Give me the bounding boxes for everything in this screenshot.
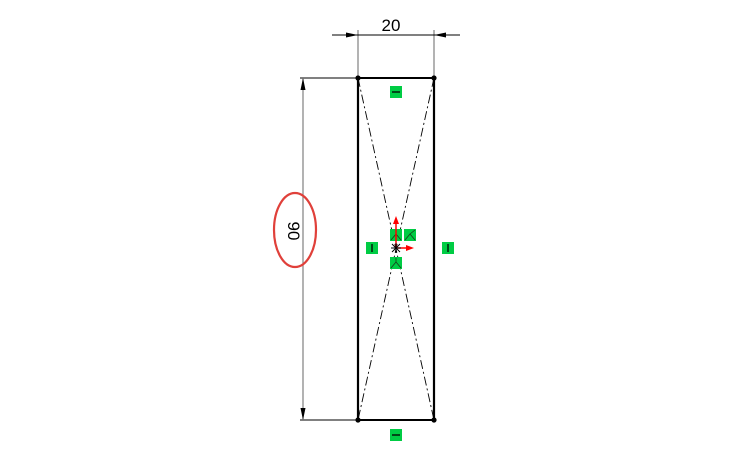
arrow-head-icon — [300, 78, 306, 90]
arrow-head-icon — [434, 32, 446, 38]
dimension-height-value[interactable]: 90 — [284, 222, 303, 241]
origin-icon[interactable] — [391, 216, 414, 253]
highlight-ellipse — [272, 191, 318, 269]
dimension-width-value[interactable]: 20 — [382, 16, 401, 35]
arrow-head-icon — [346, 32, 358, 38]
dimension-height[interactable]: 90 — [272, 77, 356, 421]
vertical-relation-icon[interactable] — [442, 242, 454, 254]
corner-point[interactable] — [431, 417, 437, 423]
horizontal-relation-icon[interactable] — [390, 429, 402, 441]
corner-point[interactable] — [431, 75, 437, 81]
vertical-relation-icon[interactable] — [366, 242, 378, 254]
corner-point[interactable] — [355, 75, 361, 81]
horizontal-relation-icon[interactable] — [390, 86, 402, 98]
midpoint-relation-icon[interactable] — [390, 257, 402, 269]
corner-point[interactable] — [355, 417, 361, 423]
midpoint-relation-icon[interactable] — [404, 229, 416, 241]
dimension-width[interactable]: 20 — [332, 16, 460, 76]
arrow-head-icon — [300, 408, 306, 420]
